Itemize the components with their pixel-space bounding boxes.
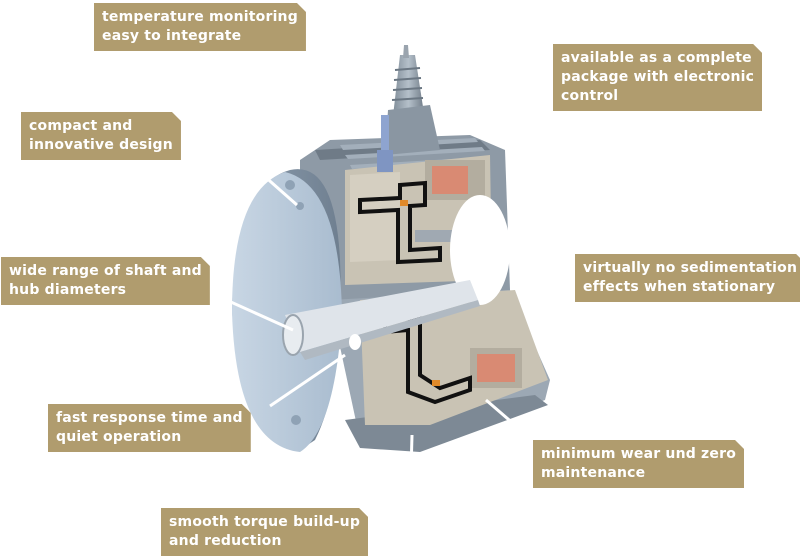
label-line: and reduction: [169, 533, 282, 549]
feature-label-package: available as a complete package with ele…: [553, 44, 762, 111]
label-line: compact and: [29, 118, 133, 134]
label-line: wide range of shaft and: [9, 263, 202, 279]
label-line: smooth torque build-up: [169, 514, 361, 530]
shaft: [282, 280, 480, 360]
label-line: fast response time and: [56, 410, 243, 426]
housing-front-disc: [232, 169, 342, 452]
label-line: maintenance: [541, 465, 646, 481]
label-line: quiet operation: [56, 429, 182, 445]
hub-bore: [450, 195, 510, 305]
label-line: temperature monitoring: [102, 9, 298, 25]
temperature-sensor: [377, 115, 393, 172]
label-line: package with electronic: [561, 69, 755, 85]
cable-gland: [385, 45, 440, 155]
feature-label-sedimentation: virtually no sedimentation effects when …: [575, 254, 800, 302]
label-line: hub diameters: [9, 282, 127, 298]
feature-label-response: fast response time and quiet operation: [48, 404, 251, 452]
label-line: easy to integrate: [102, 28, 242, 44]
feature-label-wear: minimum wear und zero maintenance: [533, 440, 744, 488]
feature-label-shaft: wide range of shaft and hub diameters: [1, 257, 210, 305]
label-line: effects when stationary: [583, 279, 776, 295]
feature-label-temperature: temperature monitoring easy to integrate: [94, 3, 306, 51]
label-line: innovative design: [29, 137, 173, 153]
label-line: available as a complete: [561, 50, 752, 66]
leader-lines: [221, 150, 539, 509]
label-line: virtually no sedimentation: [583, 260, 798, 276]
label-line: control: [561, 88, 619, 104]
feature-label-compact: compact and innovative design: [21, 112, 181, 160]
feature-label-torque: smooth torque build-up and reduction: [161, 508, 368, 556]
label-line: minimum wear und zero: [541, 446, 737, 462]
